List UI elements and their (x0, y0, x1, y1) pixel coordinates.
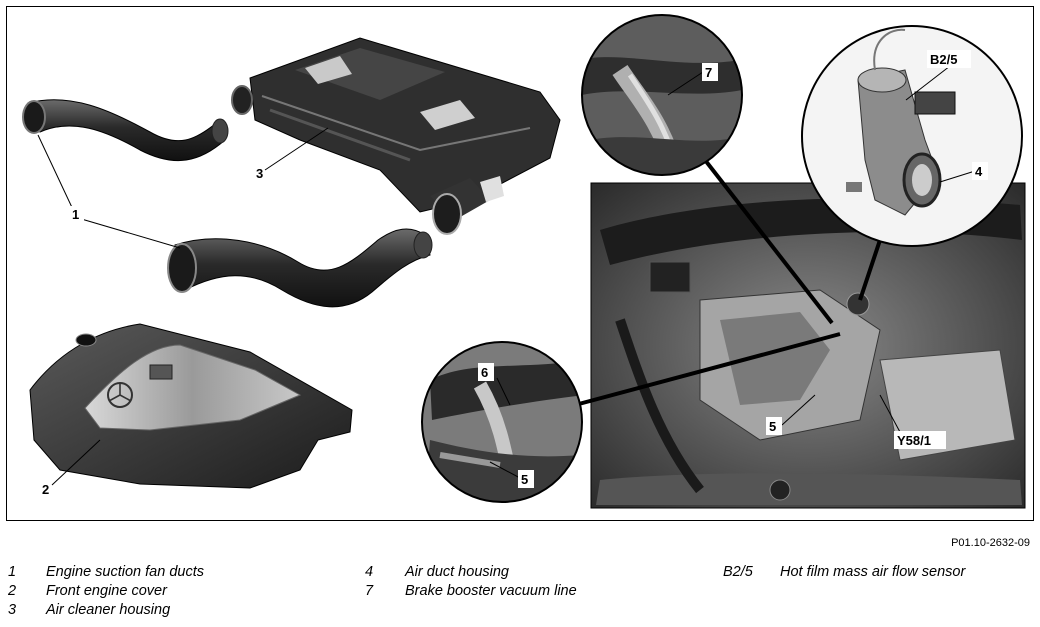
callout-bg (478, 363, 494, 381)
callout-bg (518, 470, 534, 488)
callout-1: 1 (72, 207, 79, 222)
legend-label: Brake booster vacuum line (405, 583, 577, 599)
callout-leaders (37, 65, 976, 486)
callout-5-detail: 5 (521, 472, 528, 487)
lower-suction-duct (167, 228, 433, 308)
magnifier-vacuum-line (581, 14, 743, 176)
legend-number: 1 (8, 564, 17, 580)
legend-label: Engine suction fan ducts (46, 564, 204, 580)
callout-bg (702, 63, 718, 81)
legend-label: Hot film mass air flow sensor (780, 564, 966, 580)
magnifier-leaders (574, 158, 882, 407)
upper-suction-duct (22, 99, 229, 162)
mercedes-star-icon (107, 382, 133, 408)
magnifier-maf-sensor (801, 25, 1023, 247)
legend-number: 4 (365, 564, 374, 580)
callout-y58-1: Y58/1 (897, 433, 931, 448)
legend-label: Front engine cover (46, 583, 167, 599)
legend-number: 3 (8, 602, 17, 618)
legend-number: 7 (365, 583, 374, 599)
magnifier-detail-6 (421, 341, 583, 503)
figure-reference: P01.10-2632-09 (951, 537, 1030, 549)
air-cleaner-housing (231, 37, 561, 235)
front-engine-cover (29, 323, 353, 489)
callout-bg (766, 417, 782, 435)
callout-b2-5: B2/5 (930, 52, 957, 67)
legend-number: B2/5 (723, 564, 753, 580)
legend: 1 Engine suction fan ducts 2 Front engin… (0, 564, 1040, 624)
callout-6: 6 (481, 365, 488, 380)
legend-label: Air cleaner housing (46, 602, 171, 618)
callout-bg (927, 50, 971, 68)
callout-bg (972, 162, 988, 180)
legend-label: Air duct housing (405, 564, 509, 580)
callout-7: 7 (705, 65, 712, 80)
callout-5-bay: 5 (769, 419, 776, 434)
callout-bg (894, 431, 946, 449)
callout-4: 4 (975, 164, 983, 179)
callout-3: 3 (256, 166, 263, 181)
callout-2: 2 (42, 482, 49, 497)
callout-bg (70, 206, 84, 222)
legend-number: 2 (8, 583, 17, 599)
